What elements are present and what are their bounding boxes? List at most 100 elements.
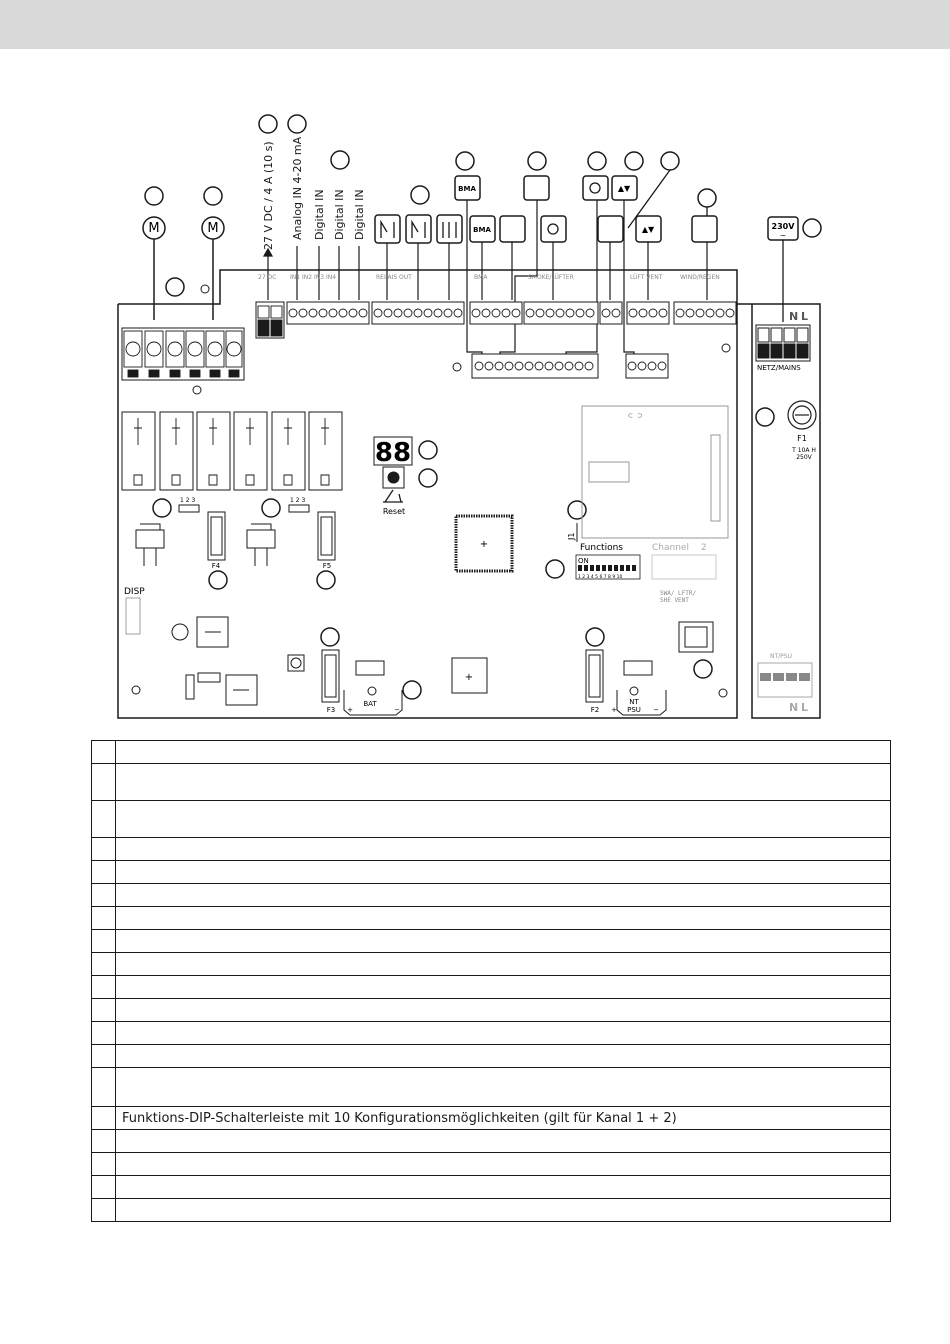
psu-minus: − <box>653 706 659 714</box>
legend-row: Funktions-DIP-Schalterleiste mit 10 Konf… <box>91 1106 891 1130</box>
callout-circle <box>527 151 547 171</box>
legend-number <box>91 998 116 1022</box>
legend-number <box>91 1152 116 1176</box>
mains-voltage-label: 230V <box>772 222 796 231</box>
label-digital-in-2: Digital IN <box>333 189 346 240</box>
legend-table: Funktions-DIP-Schalterleiste mit 10 Konf… <box>91 740 891 1222</box>
label-27v-out: 27 V DC / 4 A (10 s) <box>262 141 275 250</box>
legend-row <box>91 1021 891 1045</box>
legend-row <box>91 1067 891 1107</box>
svg-text:BMA: BMA <box>474 274 488 281</box>
terminal-l: L <box>801 310 808 323</box>
contact-icon <box>442 222 457 238</box>
svg-text:IN1 IN2 IN3 IN4: IN1 IN2 IN3 IN4 <box>290 274 336 281</box>
jumper-j1: J1 <box>567 533 576 541</box>
svg-text:SWA/ LFTR/: SWA/ LFTR/ <box>660 590 697 597</box>
callout-circle <box>585 627 605 647</box>
board-outline <box>117 303 821 719</box>
legend-number <box>91 740 116 764</box>
legend-number <box>91 1175 116 1199</box>
legend-number <box>91 1106 116 1130</box>
fuse-f2-label: F2 <box>591 706 599 714</box>
legend-description <box>115 740 891 764</box>
legend-description <box>115 1021 891 1045</box>
callout-circle <box>208 570 228 590</box>
legend-row <box>91 740 891 764</box>
legend-row <box>91 1152 891 1176</box>
disp-label: DISP <box>124 587 145 597</box>
legend-row <box>91 763 891 801</box>
bat-label: BAT <box>363 700 377 708</box>
legend-row <box>91 800 891 838</box>
callout-circle <box>410 185 430 205</box>
legend-description <box>115 1067 891 1107</box>
jumper-b-label: 1 2 3 <box>290 497 305 504</box>
legend-description <box>115 763 891 801</box>
psu-plus: + <box>611 706 617 714</box>
callout-circle <box>802 218 822 238</box>
smoke-box-1 <box>523 175 550 201</box>
arrows-icon: ▲▼ <box>642 225 655 234</box>
alarm-box-2 <box>540 215 567 243</box>
weather-box <box>691 215 718 243</box>
legend-number <box>91 1129 116 1153</box>
bat-plus: + <box>347 706 353 714</box>
callout-circle <box>624 151 644 171</box>
channel-number: 2 <box>701 543 707 553</box>
legend-row <box>91 998 891 1022</box>
callout-circle <box>144 186 164 206</box>
terminal-screws <box>288 308 735 318</box>
legend-description <box>115 837 891 861</box>
callout-circle <box>455 151 475 171</box>
contact-icon <box>380 219 395 238</box>
fuse-holders <box>207 511 604 703</box>
functions-label: Functions <box>580 543 623 553</box>
svg-text:27 DC: 27 DC <box>258 274 276 281</box>
legend-row <box>91 1044 891 1068</box>
contact-box-1 <box>374 214 401 244</box>
netz-mains-label: NETZ/MAINS <box>757 364 801 372</box>
display-digits: 88 <box>375 438 411 468</box>
legend-row <box>91 975 891 999</box>
callout-circle <box>316 570 336 590</box>
terminal-n: N <box>789 310 798 323</box>
channel-2-dip-switch <box>651 554 717 580</box>
fuse-f3-label: F3 <box>327 706 335 714</box>
label-digital-in-3: Digital IN <box>353 189 366 240</box>
callout-circle <box>287 114 307 134</box>
bat-minus: − <box>394 706 400 714</box>
callout-circle <box>567 500 587 520</box>
smoke-box-2 <box>499 215 526 243</box>
svg-text:+: + <box>480 539 488 550</box>
alarm-box-1 <box>582 175 609 201</box>
legend-number <box>91 906 116 930</box>
reset-label: Reset <box>383 507 405 516</box>
top-terminal-strip <box>255 301 737 339</box>
legend-row <box>91 906 891 930</box>
legend-description <box>115 1129 891 1153</box>
nt-psu-top-label: NT/PSU <box>770 653 792 660</box>
callout-circle <box>418 440 438 460</box>
contact-box-2 <box>405 214 432 244</box>
dip-numbers: 1 2 3 4 5 6 7 8 9 10 <box>578 574 623 580</box>
label-analog-in: Analog IN 4-20 mA <box>291 136 304 240</box>
microcontroller-chip <box>454 514 514 573</box>
motor-2-label: M <box>207 221 218 236</box>
legend-number <box>91 1067 116 1107</box>
bat-connector <box>343 660 667 716</box>
callout-circle <box>755 407 775 427</box>
legend-row <box>91 1129 891 1153</box>
seven-segment-display <box>373 436 413 466</box>
callout-circle <box>258 114 278 134</box>
legend-description: Funktions-DIP-Schalterleiste mit 10 Konf… <box>115 1106 891 1130</box>
jumper-a-label: 1 2 3 <box>180 497 195 504</box>
svg-text:⊂ ⊃: ⊂ ⊃ <box>628 411 643 420</box>
bma-label-2: BMA <box>473 226 491 234</box>
motor-1-label: M <box>148 221 159 236</box>
legend-description <box>115 1152 891 1176</box>
legend-row <box>91 837 891 861</box>
legend-description <box>115 998 891 1022</box>
svg-text:WIND/REGEN: WIND/REGEN <box>680 274 720 281</box>
relays <box>121 411 343 491</box>
legend-description <box>115 860 891 884</box>
